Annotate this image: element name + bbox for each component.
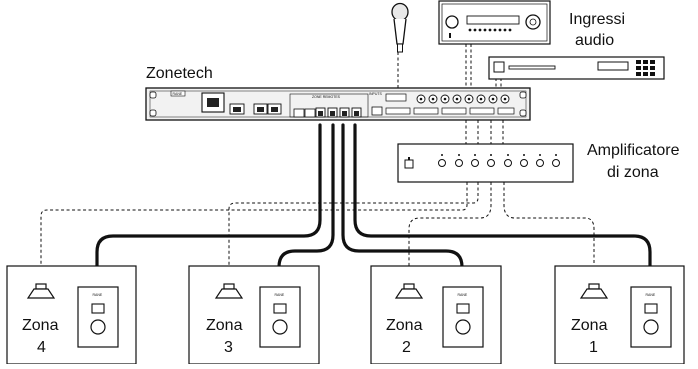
label-ingressi: Ingressi	[569, 11, 625, 28]
speaker-icon	[214, 283, 244, 299]
microphone-icon	[391, 2, 409, 53]
remote-brand: RANE	[275, 293, 285, 297]
remote-cables	[95, 123, 652, 289]
zone-4-number: 4	[37, 339, 46, 356]
remote-brand: RANE	[93, 293, 103, 297]
label-amplificatore: Amplificatore	[587, 142, 680, 159]
speaker-icon	[26, 283, 56, 299]
zone-amplifier	[397, 143, 574, 183]
zone-4-box: Zona 4	[6, 265, 137, 365]
inputs-label: INPUTS	[369, 92, 383, 96]
zonetech-unit: RANE ZONE REMOTES INPUTS	[145, 87, 531, 121]
speaker-icon	[579, 283, 609, 299]
zone-2-number: 2	[402, 339, 411, 356]
audio-dashed-lines	[40, 44, 595, 275]
cd-player	[488, 56, 665, 80]
zone-remote-2: RANE	[442, 286, 484, 348]
zone-1-word: Zona	[571, 317, 608, 334]
zonetech-brand-label: RANE	[173, 92, 183, 96]
zone-1-number: 1	[589, 339, 598, 356]
av-receiver	[438, 0, 551, 45]
remote-brand: RANE	[646, 293, 656, 297]
zone-4-word: Zona	[22, 317, 59, 334]
zone-2-word: Zona	[386, 317, 423, 334]
zone-remote-1: RANE	[630, 286, 672, 348]
speaker-icon	[394, 283, 424, 299]
zone-3-number: 3	[224, 339, 233, 356]
label-di-zona: di zona	[607, 164, 659, 181]
zone-remote-3: RANE	[259, 286, 301, 348]
zone-remote-4: RANE	[77, 286, 119, 348]
label-audio: audio	[575, 32, 614, 49]
zone-1-box: Zona 1	[554, 265, 685, 365]
zone-3-word: Zona	[206, 317, 243, 334]
label-zonetech: Zonetech	[146, 65, 213, 82]
zone-remotes-label: ZONE REMOTES	[312, 95, 341, 99]
remote-brand: RANE	[458, 293, 468, 297]
